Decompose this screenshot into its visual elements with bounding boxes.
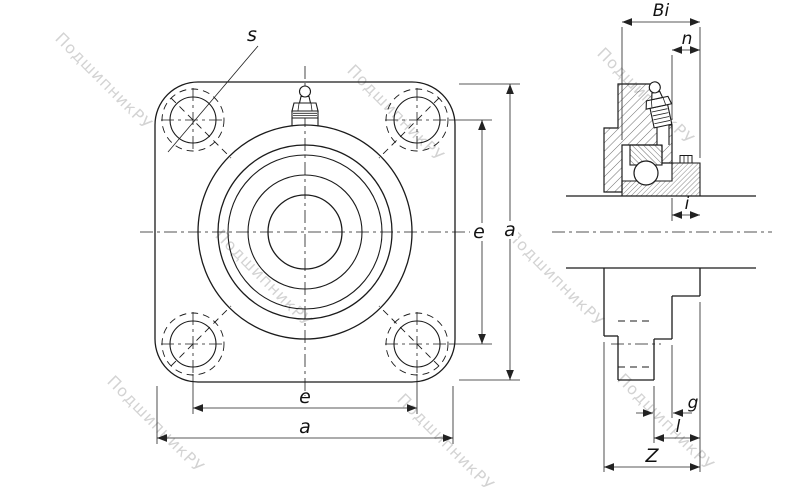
s-leader-line	[167, 45, 259, 153]
fitting-ball	[298, 85, 312, 98]
side-top-dimensions: Bi n	[621, 1, 701, 158]
dim-label-z: Z	[644, 445, 659, 467]
dim-label-e-bottom: e	[299, 386, 311, 408]
inner-ring-section	[621, 162, 701, 197]
dim-label-s: s	[247, 24, 257, 46]
dim-label-n: n	[682, 29, 693, 49]
set-screw	[679, 155, 693, 164]
watermark-text: ПодшипникРУ	[103, 372, 208, 477]
watermark-text: ПодшипникРУ	[393, 390, 498, 489]
dim-label-a-bottom: a	[299, 416, 311, 438]
flange-body-outline	[154, 81, 456, 383]
front-right-dimensions: e a	[449, 83, 520, 381]
dim-label-a-right: a	[504, 219, 516, 241]
dim-label-l: l	[676, 417, 681, 437]
fitting-thread-base	[291, 110, 319, 119]
side-view: Bi n i g l Z	[552, 1, 772, 472]
grease-fitting-front	[291, 85, 319, 127]
watermark-text: ПодшипникРУ	[211, 226, 316, 331]
watermark-text: ПодшипникРУ	[343, 61, 448, 166]
side-i-dimension: i	[671, 194, 700, 221]
inner-ring-circle	[247, 174, 363, 290]
watermark-text: ПодшипникРУ	[613, 370, 718, 475]
fitting-ball	[648, 81, 661, 94]
dim-label-bi: Bi	[653, 1, 670, 21]
ball-section	[633, 160, 659, 186]
bolt-hole-top-right	[385, 88, 449, 152]
grease-fitting-side	[645, 81, 673, 129]
front-view: s e a e a	[140, 24, 520, 444]
bolt-holes	[161, 88, 449, 376]
bolt-hole-top-left	[161, 88, 225, 152]
watermark-text: ПодшипникРУ	[51, 29, 156, 134]
housing-lower-outline	[603, 268, 701, 381]
fitting-hex-body	[291, 102, 319, 112]
dim-label-g: g	[688, 393, 699, 413]
corner-rib-lines	[170, 97, 440, 367]
bearing-circles	[197, 124, 413, 340]
bearing-bore-circle	[267, 194, 343, 270]
side-bottom-dimensions: g l Z	[603, 302, 701, 472]
dim-label-i: i	[685, 194, 690, 214]
watermark-text: ПодшипникРУ	[503, 226, 608, 331]
outer-raceway-circle	[227, 154, 383, 310]
housing-boss-circle	[197, 124, 413, 340]
front-bottom-dimensions: e a	[156, 374, 454, 444]
outer-ring-circle	[217, 144, 393, 320]
dim-label-e-right: e	[473, 221, 485, 243]
